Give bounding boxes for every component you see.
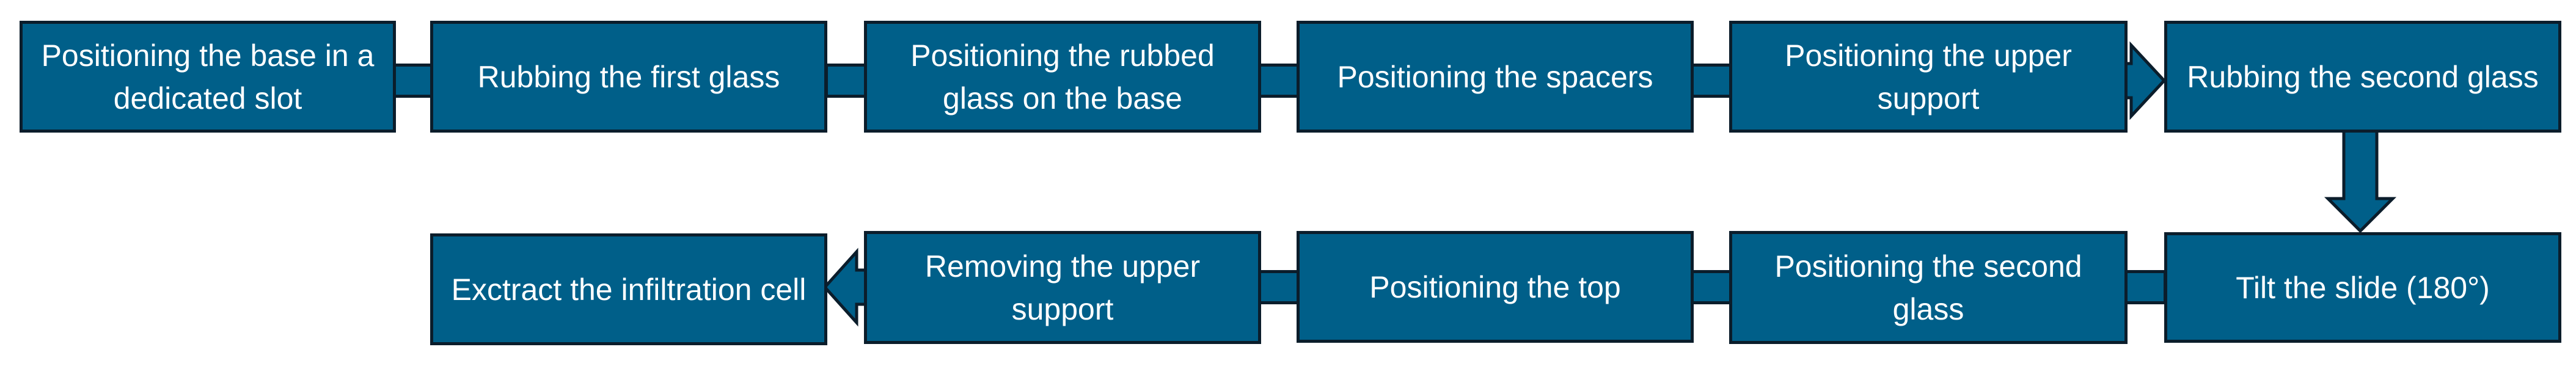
step-extract-cell-box: Exctract the infiltration cell: [430, 233, 827, 345]
step-label: Positioning the upper support: [1785, 38, 2072, 115]
step-tilt-slide-box: Tilt the slide (180°): [2164, 232, 2561, 343]
step-label: Exctract the infiltration cell: [451, 272, 807, 307]
arrow-down-to-tilt-slide: [2324, 129, 2397, 233]
step-positioning-second-glass-box: Positioning the second glass: [1729, 231, 2128, 344]
step-rubbing-second-glass-box: Rubbing the second glass: [2164, 21, 2561, 133]
step-positioning-base-box: Positioning the base in a dedicated slot: [20, 21, 396, 133]
step-label: Positioning the spacers: [1337, 59, 1653, 94]
step-positioning-top-box: Positioning the top: [1297, 231, 1694, 343]
step-label: Rubbing the second glass: [2187, 59, 2539, 94]
step-label: Positioning the base in a dedicated slot: [41, 38, 375, 115]
step-removing-upper-support-box: Removing the upper support: [864, 231, 1261, 344]
step-positioning-spacers-box: Positioning the spacers: [1297, 21, 1694, 133]
step-rubbing-first-glass-box: Rubbing the first glass: [430, 21, 827, 133]
step-label: Positioning the rubbed glass on the base: [910, 38, 1215, 115]
arrow-left-to-extract-cell: [822, 247, 869, 327]
step-label: Tilt the slide (180°): [2236, 270, 2490, 305]
step-label: Positioning the second glass: [1774, 249, 2082, 326]
arrow-right-to-rubbing-second-glass: [2122, 41, 2167, 120]
connector-second-glass-to-top: [1690, 270, 1733, 304]
step-positioning-upper-support-box: Positioning the upper support: [1729, 21, 2128, 133]
step-label: Positioning the top: [1369, 269, 1621, 304]
step-label: Removing the upper support: [924, 249, 1201, 326]
step-positioning-rubbed-glass-box: Positioning the rubbed glass on the base: [864, 21, 1261, 133]
step-label: Rubbing the first glass: [477, 59, 780, 94]
